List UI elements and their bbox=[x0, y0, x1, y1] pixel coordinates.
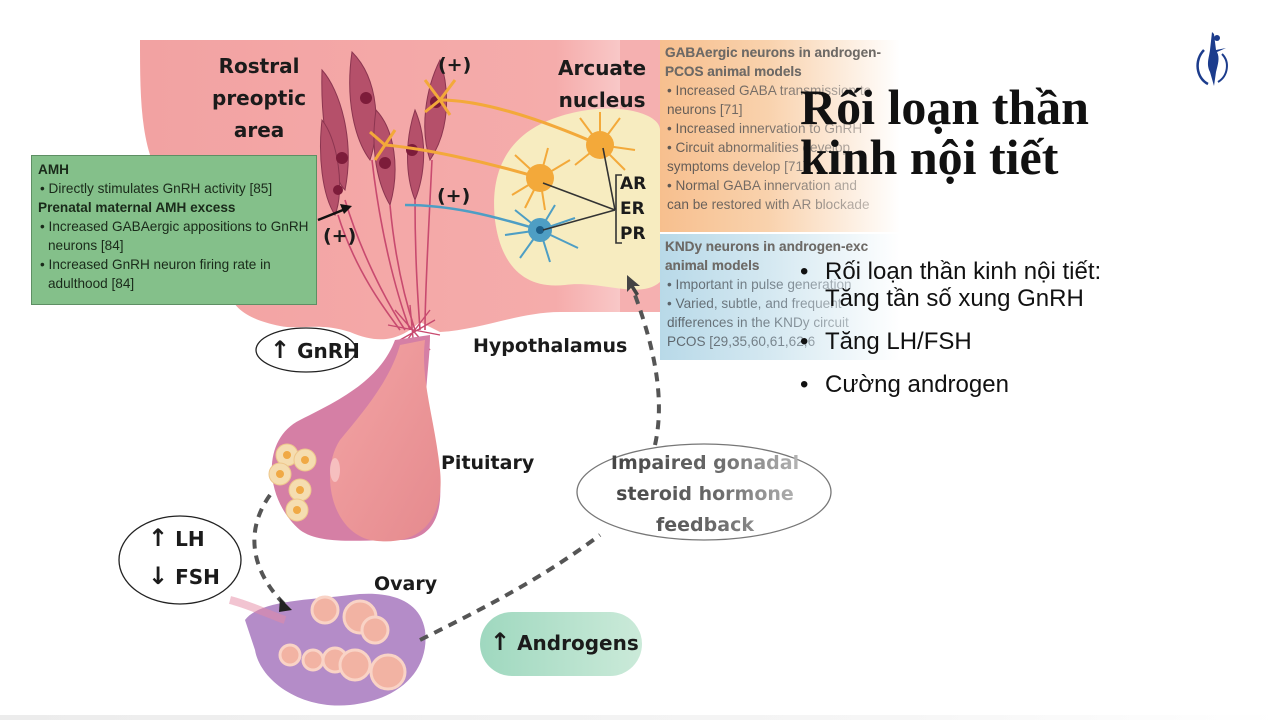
rostral-preoptic-label: Rostral preoptic area bbox=[212, 50, 306, 146]
hypothalamus-label: Hypothalamus bbox=[473, 335, 628, 357]
gnrh-ellipse-text: ↑ GnRH bbox=[270, 336, 360, 364]
lh-text: LH bbox=[175, 527, 205, 551]
label-line: Rostral bbox=[218, 54, 300, 78]
gaba-item: can be restored with AR blockade bbox=[665, 195, 895, 214]
bullet-item: • Tăng LH/FSH bbox=[800, 328, 1101, 355]
cursor-arrow-icon bbox=[627, 275, 640, 296]
receptor-pr: PR bbox=[620, 224, 646, 244]
bullet-dot: • bbox=[800, 371, 809, 398]
amh-info-box: AMH • Directly stimulates GnRH activity … bbox=[31, 155, 317, 305]
feedback-to-arcuate-dash bbox=[633, 294, 661, 446]
gaba-item: • Increased GABA transmission to bbox=[665, 81, 895, 100]
plus-sign-middle: (+) bbox=[437, 185, 471, 207]
kndy-heading: KNDy neurons in androgen-exc bbox=[665, 237, 895, 256]
plus-sign-top: (+) bbox=[438, 54, 472, 76]
gnrh-ellipse bbox=[255, 327, 357, 373]
label-line: nucleus bbox=[558, 88, 646, 112]
label-line: preoptic bbox=[212, 86, 307, 110]
bullet-text: Tăng LH/FSH bbox=[825, 328, 972, 355]
bullet-text: Rối loạn thần kinh nội tiết: bbox=[825, 258, 1102, 285]
ovary-follicles bbox=[278, 595, 407, 691]
bottom-strip bbox=[0, 715, 1280, 720]
kndy-heading: animal models bbox=[665, 256, 895, 275]
gaba-heading: PCOS animal models bbox=[665, 62, 895, 81]
gaba-item: • Normal GABA innervation and bbox=[665, 176, 895, 195]
bullet-dot: • bbox=[800, 258, 809, 285]
impaired-feedback-ellipse bbox=[576, 443, 832, 541]
receptor-labels: AR ER PR bbox=[620, 172, 646, 247]
gaba-item: symptoms develop [71] bbox=[665, 157, 895, 176]
androgens-pill bbox=[480, 612, 642, 676]
amh-bullet: • Increased GABAergic appositions to GnR… bbox=[40, 219, 309, 253]
lh-text-row: ↑ LH bbox=[148, 524, 205, 552]
ovary-to-feedback-dash bbox=[419, 533, 602, 642]
title-line: kinh nội tiết bbox=[800, 129, 1059, 185]
label-line: area bbox=[233, 118, 285, 142]
label-line: Impaired gonadal bbox=[610, 452, 800, 474]
down-arrow-icon: ↓ bbox=[148, 562, 169, 590]
up-arrow-icon: ↑ bbox=[270, 336, 291, 364]
plus-sign-amh: (+) bbox=[323, 225, 357, 247]
up-arrow-icon: ↑ bbox=[148, 524, 169, 552]
gnrh-text: GnRH bbox=[297, 339, 360, 363]
amh-bullet: • Increased GnRH neuron firing rate in a… bbox=[40, 257, 271, 291]
impaired-feedback-text: Impaired gonadal steroid hormone feedbac… bbox=[580, 448, 830, 541]
fsh-text: FSH bbox=[175, 565, 220, 589]
ovary-label: Ovary bbox=[374, 573, 438, 595]
kndy-item: • Important in pulse generation bbox=[665, 275, 895, 294]
label-line: feedback bbox=[656, 514, 754, 536]
gaba-item: • Increased innervation to GnRH bbox=[665, 119, 895, 138]
kndy-info-box: KNDy neurons in androgen-exc animal mode… bbox=[660, 234, 900, 360]
bullet-item: • Cường androgen bbox=[800, 371, 1101, 398]
bullet-item: • Rối loạn thần kinh nội tiết: Tăng tần … bbox=[800, 258, 1101, 312]
bullet-list: • Rối loạn thần kinh nội tiết: Tăng tần … bbox=[800, 258, 1101, 414]
gaba-item: neurons [71] bbox=[665, 100, 895, 119]
pituitary-label: Pituitary bbox=[441, 452, 535, 474]
bullet-text: Tăng tần số xung GnRH bbox=[825, 285, 1084, 312]
arcuate-nucleus-shape bbox=[494, 108, 660, 290]
kndy-item: PCOS [29,35,60,61,62,6 bbox=[665, 332, 895, 351]
lh-fsh-ellipse bbox=[118, 515, 242, 605]
kndy-item: • Varied, subtle, and frequent bbox=[665, 294, 895, 313]
slide-title: Rối loạn thần kinh nội tiết bbox=[800, 82, 1089, 182]
kndy-item: differences in the KNDy circuit bbox=[665, 313, 895, 332]
dancer-logo-icon bbox=[1196, 32, 1228, 86]
androgens-text-row: ↑ Androgens bbox=[490, 628, 639, 656]
fsh-text-row: ↓ FSH bbox=[148, 562, 220, 590]
gabaergic-axons bbox=[369, 79, 601, 180]
pituitary-anterior bbox=[330, 340, 441, 542]
amh-heading: AMH bbox=[38, 162, 69, 177]
gabaergic-info-box: GABAergic neurons in androgen- PCOS anim… bbox=[660, 40, 900, 232]
label-line: Arcuate bbox=[558, 56, 647, 80]
bullet-dot: • bbox=[800, 328, 809, 355]
amh-heading-prenatal: Prenatal maternal AMH excess bbox=[38, 200, 236, 215]
orange-neuron-1 bbox=[574, 112, 636, 171]
receptor-ar: AR bbox=[620, 174, 647, 194]
arcuate-nucleus-label: Arcuate nucleus bbox=[558, 52, 646, 116]
kndy-axon bbox=[404, 203, 541, 232]
label-line: steroid hormone bbox=[616, 483, 794, 505]
receptor-er: ER bbox=[620, 199, 645, 219]
pituitary-to-ovary-dash bbox=[252, 493, 287, 607]
median-eminence-terminals bbox=[387, 304, 441, 361]
orange-neuron-2 bbox=[511, 147, 571, 211]
up-arrow-icon: ↑ bbox=[490, 628, 511, 656]
title-line: Rối loạn thần bbox=[800, 79, 1089, 135]
gaba-heading: GABAergic neurons in androgen- bbox=[665, 43, 895, 62]
blue-neuron bbox=[504, 204, 579, 263]
bullet-text: Cường androgen bbox=[825, 371, 1009, 398]
gaba-item: • Circuit abnormalities develop bbox=[665, 138, 895, 157]
amh-bullet: • Directly stimulates GnRH activity [85] bbox=[40, 181, 273, 196]
androgens-text: Androgens bbox=[517, 631, 639, 655]
